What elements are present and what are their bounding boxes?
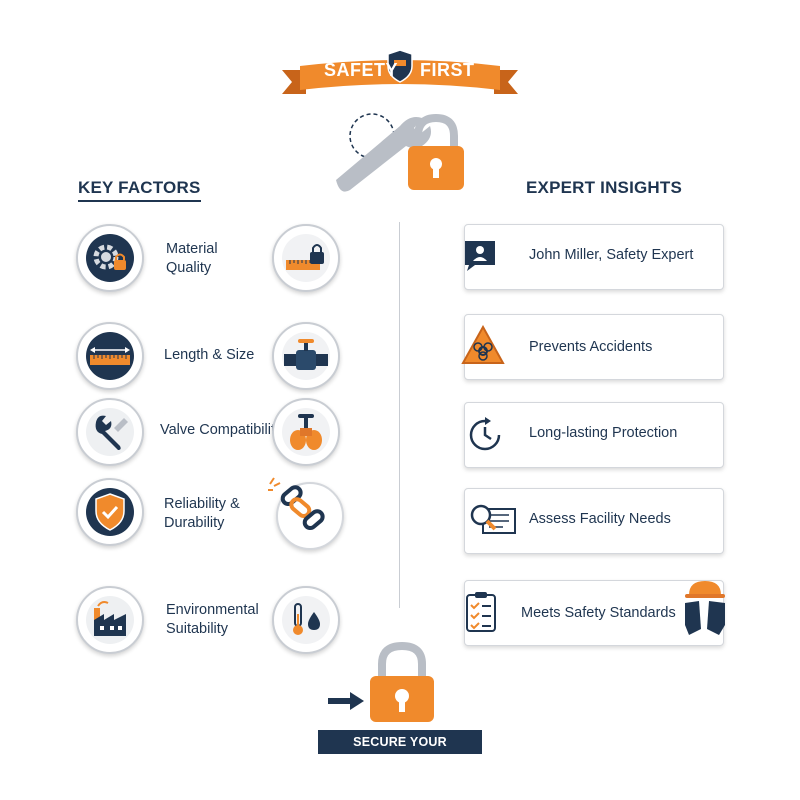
insight-4-label: Assess Facility Needs xyxy=(529,511,671,527)
checklist-icon xyxy=(466,592,496,632)
hardhat-gloves-icon xyxy=(685,581,725,635)
thermometer-drop-icon xyxy=(282,596,330,644)
insight-card-3: Long-lasting Protection xyxy=(464,402,724,468)
safety-first-banner: SAFETY FIRST xyxy=(282,48,518,104)
factor-4-label: Reliability & Durability xyxy=(164,496,240,531)
insight-card-5: Meets Safety Standards xyxy=(464,580,725,646)
cta-padlock xyxy=(368,641,436,731)
factor-2-right-icon-circle xyxy=(272,322,340,390)
measuring-tape-icon xyxy=(86,332,134,380)
column-divider xyxy=(399,222,400,608)
insight-card-2: Prevents Accidents xyxy=(461,314,724,380)
insight-card-4: Assess Facility Needs xyxy=(464,488,724,554)
insight-1-label: John Miller, Safety Expert xyxy=(529,247,694,263)
ribbon-icon xyxy=(282,49,518,94)
wrench-icon xyxy=(86,408,134,456)
factor-4-left-icon-circle xyxy=(76,478,144,546)
chain-icon xyxy=(268,477,325,531)
wrench-lock-hero xyxy=(330,104,470,196)
factory-icon xyxy=(86,596,134,644)
insight-card-1: John Miller, Safety Expert xyxy=(464,224,724,290)
factor-3-label: Valve Compatibilite xyxy=(160,422,284,438)
factor-5-left-icon-circle xyxy=(76,586,144,654)
insight-3-label: Long-lasting Protection xyxy=(529,425,678,441)
arrow-right-icon xyxy=(328,692,364,710)
wrench-lock-icon xyxy=(336,113,464,192)
cta-label[interactable]: SECURE YOUR OPERATIONS xyxy=(318,730,482,773)
pipe-valve-icon xyxy=(282,332,330,380)
factor-3-right-icon-circle xyxy=(272,398,340,466)
factor-2-left-icon-circle xyxy=(76,322,144,390)
padlock-icon xyxy=(370,641,434,722)
factor-1-right-icon-circle xyxy=(272,224,340,292)
factor-1-left-icon-circle xyxy=(76,224,144,292)
magnifier-document-icon xyxy=(470,504,516,534)
banner-left-word: SAFETY xyxy=(324,60,399,80)
ruler-lock-icon xyxy=(282,234,330,282)
factor-2-label: Length & Size xyxy=(164,347,255,363)
factor-1-label: Material Quality xyxy=(166,241,218,276)
user-chat-icon xyxy=(465,241,495,271)
clock-icon xyxy=(469,417,501,451)
cta-arrow xyxy=(328,690,364,717)
banner-right-word: FIRST xyxy=(420,60,475,80)
key-factors-heading: KEY FACTORS xyxy=(78,178,201,202)
insight-5-label: Meets Safety Standards xyxy=(521,605,676,621)
gear-lock-icon xyxy=(86,234,134,282)
valve-handle-icon xyxy=(282,408,330,456)
factor-4-right-icon-circle xyxy=(268,477,344,550)
factor-3-left-icon-circle xyxy=(76,398,144,466)
insight-2-label: Prevents Accidents xyxy=(529,339,653,355)
shield-check-icon xyxy=(86,488,134,536)
biohazard-warning-icon xyxy=(461,325,505,364)
expert-insights-heading: EXPERT INSIGHTS xyxy=(526,178,683,197)
factor-5-label: Environmental Suitability xyxy=(166,602,259,637)
factor-5-right-icon-circle xyxy=(272,586,340,654)
